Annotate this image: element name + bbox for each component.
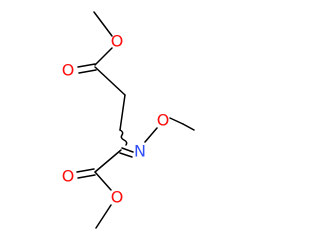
oxygen-label-carbonyl-top: O	[62, 61, 75, 80]
oxygen-label-ester-top: O	[111, 32, 124, 51]
bond-n-to-methoxy-oxygen	[144, 127, 158, 143]
bond-carbonyl-top-double-a	[77, 63, 96, 68]
bond-ester-oxygen-to-methyl-bottom	[95, 204, 112, 229]
bond-carbonyl-bottom-double-a	[76, 168, 95, 173]
oxygen-label-ester-bottom: O	[111, 188, 124, 207]
oxygen-label-methoxy: O	[157, 111, 170, 130]
bond-ester-oxygen-to-carbonyl-top	[94, 47, 113, 66]
structural-formula-diagram: O O N O O O	[62, 11, 195, 229]
bond-methoxy-oxygen-to-methyl	[169, 117, 184, 125]
bond-methyl-top-to-ester-oxygen	[93, 11, 113, 37]
oxygen-label-carbonyl-bottom: O	[62, 167, 75, 186]
bond-c-n-double-a	[121, 147, 134, 153]
bond-carbonyl-top-to-ch2	[94, 66, 126, 96]
bond-c-n-double-b	[119, 152, 133, 158]
bond-carbonyl-bottom-double-b	[77, 174, 96, 179]
bond-alpha-to-carbonyl-bottom	[94, 149, 122, 173]
bond-carbonyl-bottom-to-ester-oxygen	[94, 171, 112, 191]
bond-carbonyl-top-double-b	[78, 69, 97, 74]
bond-methoxy-methyl-tail	[182, 123, 195, 131]
bond-ch2-to-ch2	[119, 94, 126, 131]
nitrogen-label: N	[134, 142, 146, 161]
bond-wavy-stereo	[119, 129, 128, 146]
